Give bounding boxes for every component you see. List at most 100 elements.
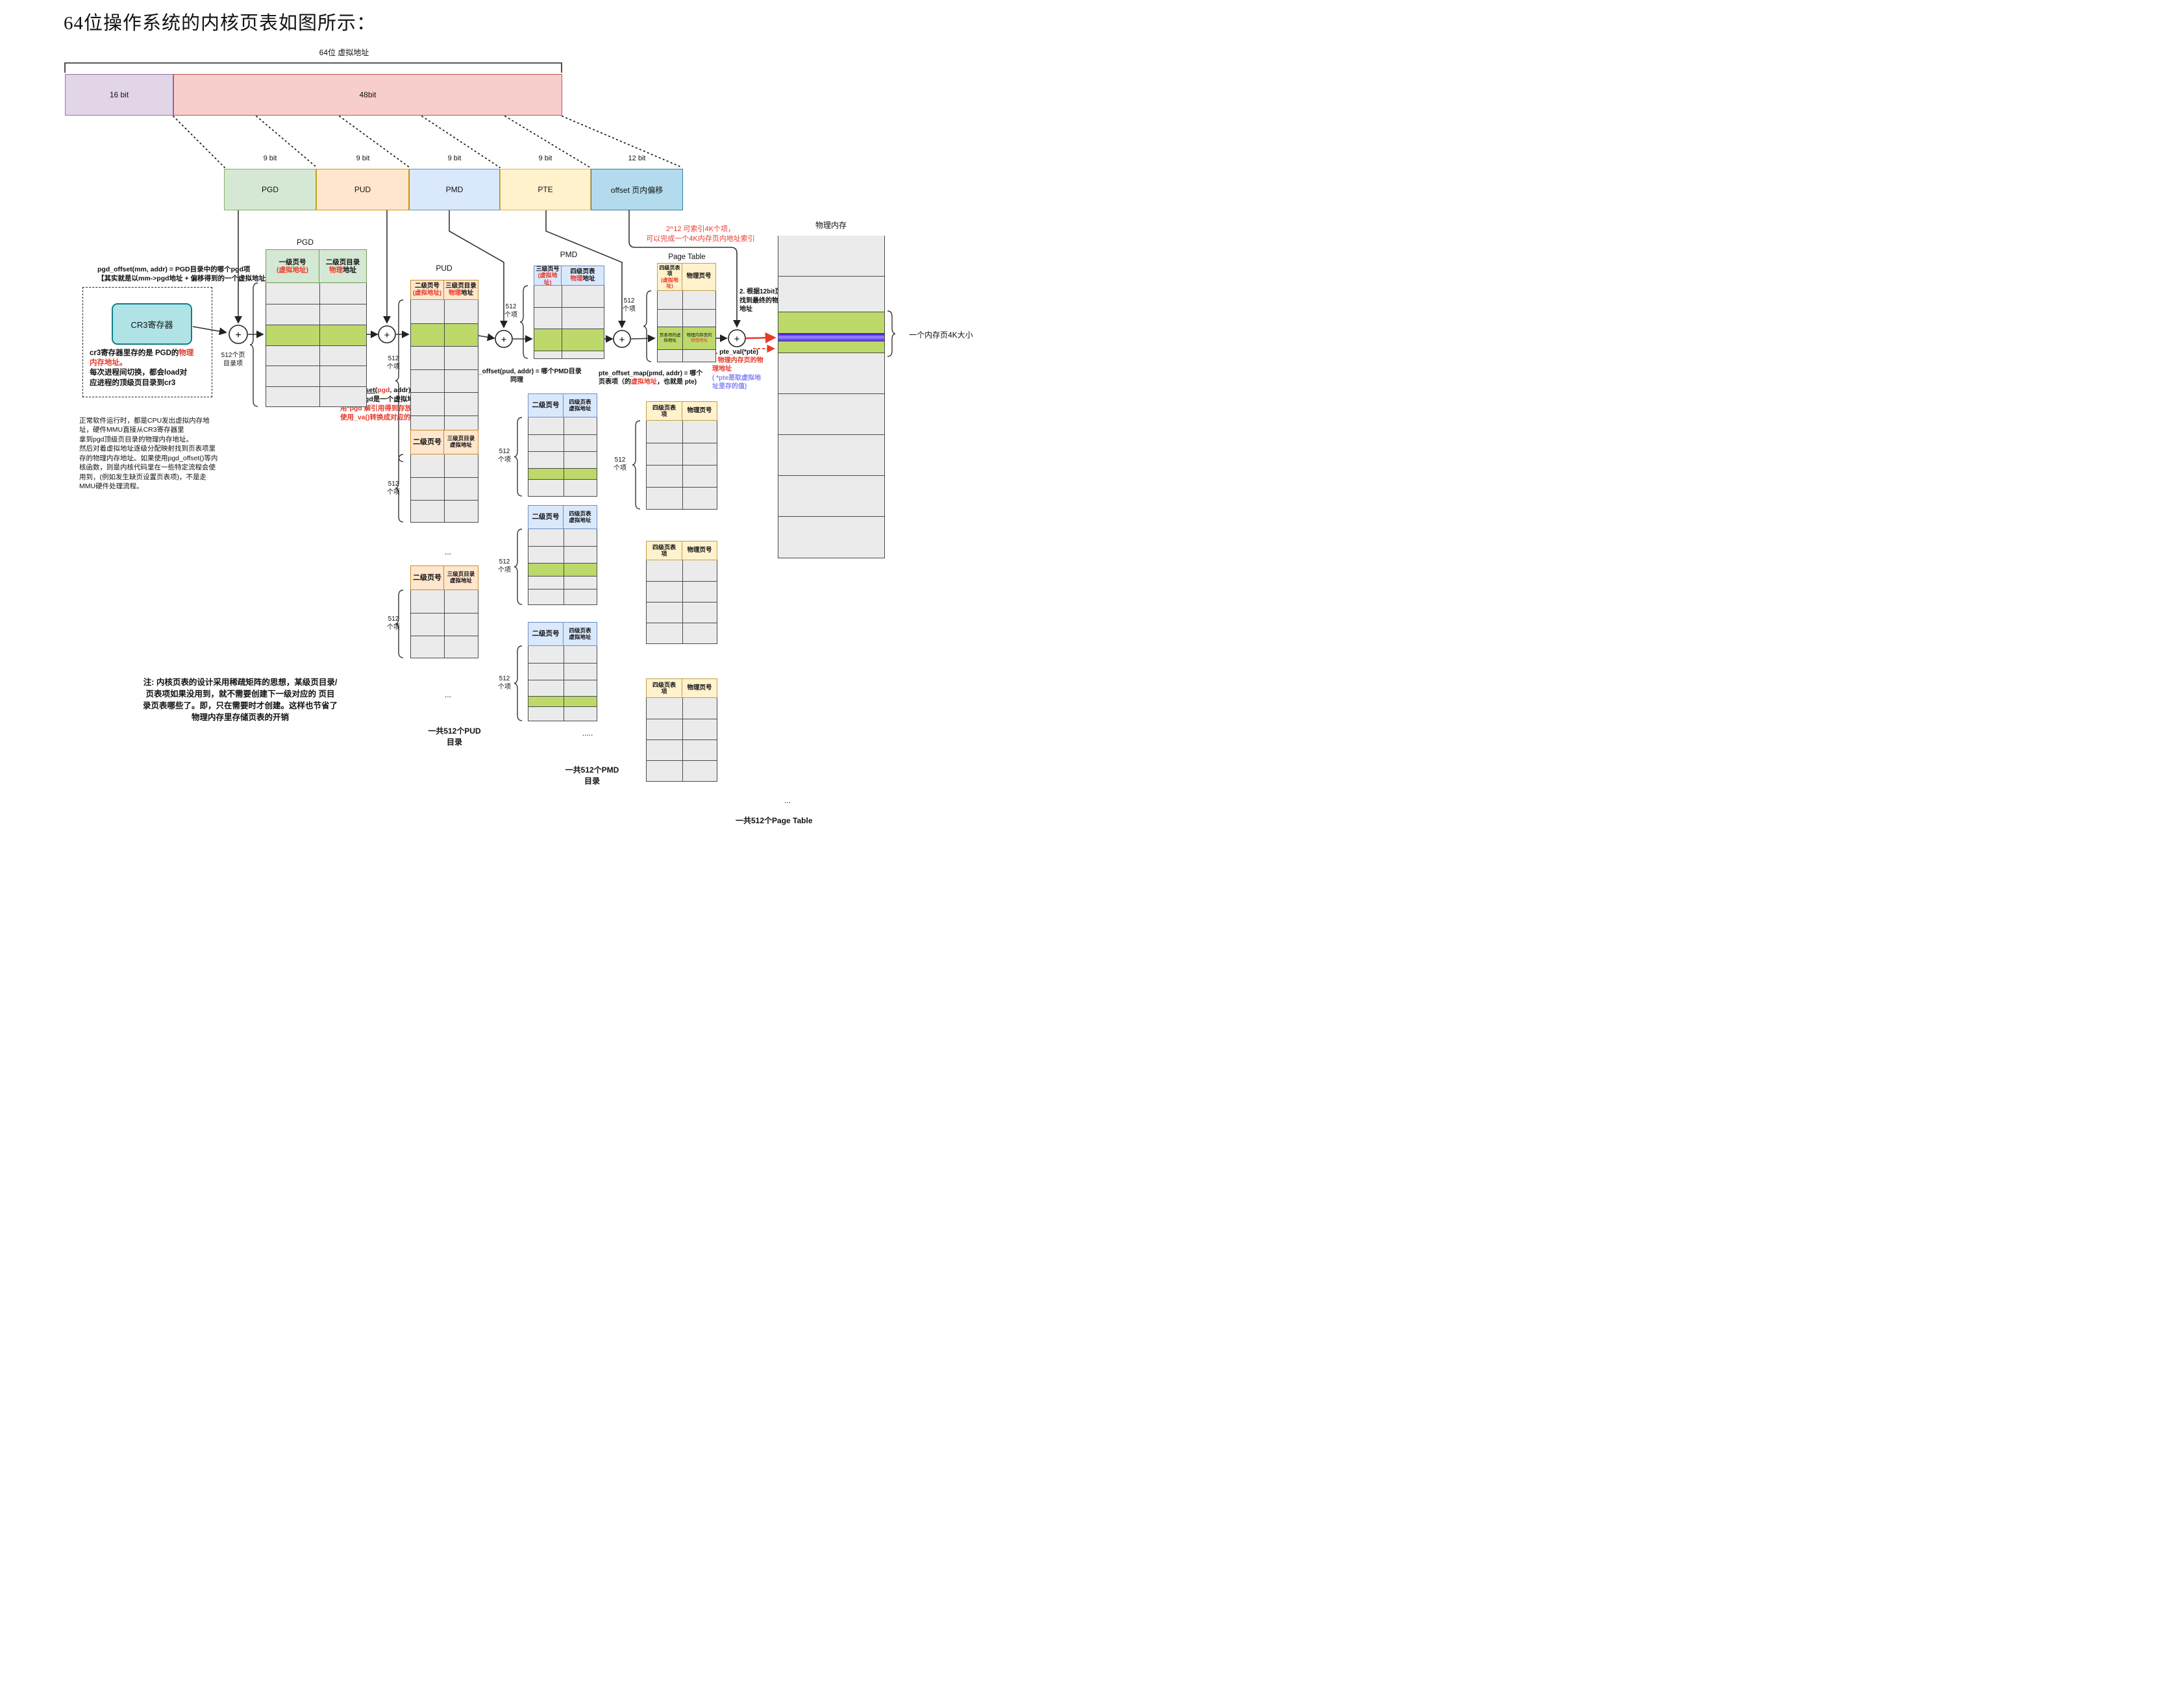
level-box-pmd-label: PMD: [445, 185, 464, 194]
table-cell: [528, 577, 564, 589]
table-row: [411, 300, 478, 323]
pagetable-table-1-header-cell: 四级页表项(虚拟地址): [657, 263, 682, 291]
physical-memory-label: 物理内存: [815, 221, 847, 230]
pud-table-3-header-cell: 二级页号: [410, 565, 444, 590]
ellipsis-pud-b: ...: [444, 690, 451, 699]
table-cell: [563, 417, 597, 434]
brace: [643, 290, 652, 362]
table-cell: [444, 347, 478, 369]
table-cell: [647, 443, 682, 465]
table-cell: [682, 719, 717, 739]
table-cell: [528, 417, 564, 434]
table-row: [647, 760, 717, 781]
pagetable-table-3-body: [646, 560, 717, 644]
segment-48bit: 48bit: [173, 74, 562, 116]
table-row: [647, 421, 717, 443]
pagetable-table-4-header: 四级页表项物理页号: [646, 678, 717, 698]
pmd-table-1: 三级页号(虚拟地址)四级页表物理地址: [534, 266, 604, 359]
table-cell: [682, 465, 717, 487]
table-cell: [778, 334, 884, 341]
table-row: [647, 623, 717, 643]
table-row: [528, 417, 597, 434]
table-row: [778, 516, 884, 558]
adder-circle-5: [728, 329, 746, 347]
table-cell: [647, 465, 682, 487]
table-cell: [682, 582, 717, 602]
table-row: [528, 451, 597, 468]
table-row: [658, 291, 715, 309]
table-row: [266, 345, 366, 366]
pud-table-2-header-cell: 二级页号: [410, 430, 444, 454]
table-cell: [563, 564, 597, 576]
pmd-table-3-header-cell: 二级页号: [528, 505, 564, 529]
table-cell: [444, 324, 478, 346]
table-cell: [778, 277, 884, 312]
level-box-pud-label: PUD: [354, 185, 371, 194]
table-row: [647, 739, 717, 760]
table-cell: 物理内存页的物理地址: [682, 327, 715, 349]
table-cell: [444, 454, 478, 477]
table-cell: [563, 680, 597, 696]
table-row: [778, 434, 884, 475]
table-cell: [563, 707, 597, 721]
table-row: [411, 500, 478, 522]
ellipsis-pmd: .....: [582, 728, 593, 738]
table-cell: [562, 286, 604, 307]
table-cell: [444, 614, 478, 636]
pmd-table-4-body: [528, 646, 597, 721]
level-box-offset-label: offset 页内偏移: [610, 185, 664, 195]
table-row: [266, 386, 366, 406]
table-cell: [563, 590, 597, 604]
pud-table-3-body: [410, 590, 478, 658]
table-cell: [411, 614, 444, 636]
table-row: [647, 560, 717, 581]
table-cell: [319, 387, 366, 406]
pagetable-table-2: 四级页表项物理页号: [646, 401, 717, 510]
cr3-register-box: CR3寄存器: [112, 303, 192, 345]
table-cell: [444, 636, 478, 658]
adder-circle-1: [229, 325, 248, 344]
pagetable-table-1: 四级页表项(虚拟地址)物理页号页表项的虚拟地址物理内存页的物理地址: [657, 263, 716, 362]
table-cell: [778, 341, 884, 353]
pagetable-table-2-body: [646, 421, 717, 510]
pte-offset-note: pte_offset_map(pmd, addr) = 哪个页表项（的虚拟地址，…: [599, 370, 703, 386]
table-row: [647, 698, 717, 719]
pmd-table-2: 二级页号四级页表虚拟地址: [528, 393, 597, 497]
table-cell: [411, 300, 444, 323]
bit-label-pmd: 9 bit: [447, 155, 462, 162]
table-cell: [647, 421, 682, 443]
plus-icon: +: [501, 334, 507, 345]
table-cell: [682, 350, 715, 362]
table-cell: [528, 529, 564, 546]
pgd-table-header-cell: 二级页目录物理地址: [319, 249, 367, 283]
pmd-table-1-header-cell: 四级页表物理地址: [562, 266, 604, 286]
pmd-table-2-body: [528, 417, 597, 497]
pud-table-2-header: 二级页号三级页目录虚拟地址: [410, 430, 478, 454]
table-row: [411, 636, 478, 658]
table-row: [778, 236, 884, 276]
table-row: [647, 465, 717, 487]
level-box-pud: PUD: [316, 169, 409, 210]
table-cell: [682, 740, 717, 760]
pud-table-title: PUD: [436, 264, 453, 273]
diagram-canvas: + + + + + 64位操作系统的内核页表如图所示： 64位 虚拟地址 16 …: [0, 0, 1092, 844]
physical-memory-table-body: [778, 236, 885, 558]
pagetable-table-3-header-cell: 四级页表项: [646, 541, 682, 560]
pud-table-3: 二级页号三级页目录虚拟地址: [410, 565, 478, 658]
pmd-table-title: PMD: [560, 250, 578, 259]
table-cell: [411, 454, 444, 477]
table-row: [647, 719, 717, 739]
table-cell: [682, 421, 717, 443]
table-cell: [444, 300, 478, 323]
table-cell: [444, 501, 478, 522]
table-cell: [647, 602, 682, 623]
table-cell: [319, 366, 366, 386]
pmd-table-4-header-cell: 二级页号: [528, 622, 564, 646]
table-row: [658, 349, 715, 362]
table-cell: [528, 435, 564, 451]
ellipsis-pud-a: ...: [444, 547, 451, 556]
table-row: [528, 546, 597, 563]
table-row: [647, 443, 717, 465]
pagetable-table-1-body: 页表项的虚拟地址物理内存页的物理地址: [657, 291, 716, 362]
table-cell: [444, 478, 478, 500]
